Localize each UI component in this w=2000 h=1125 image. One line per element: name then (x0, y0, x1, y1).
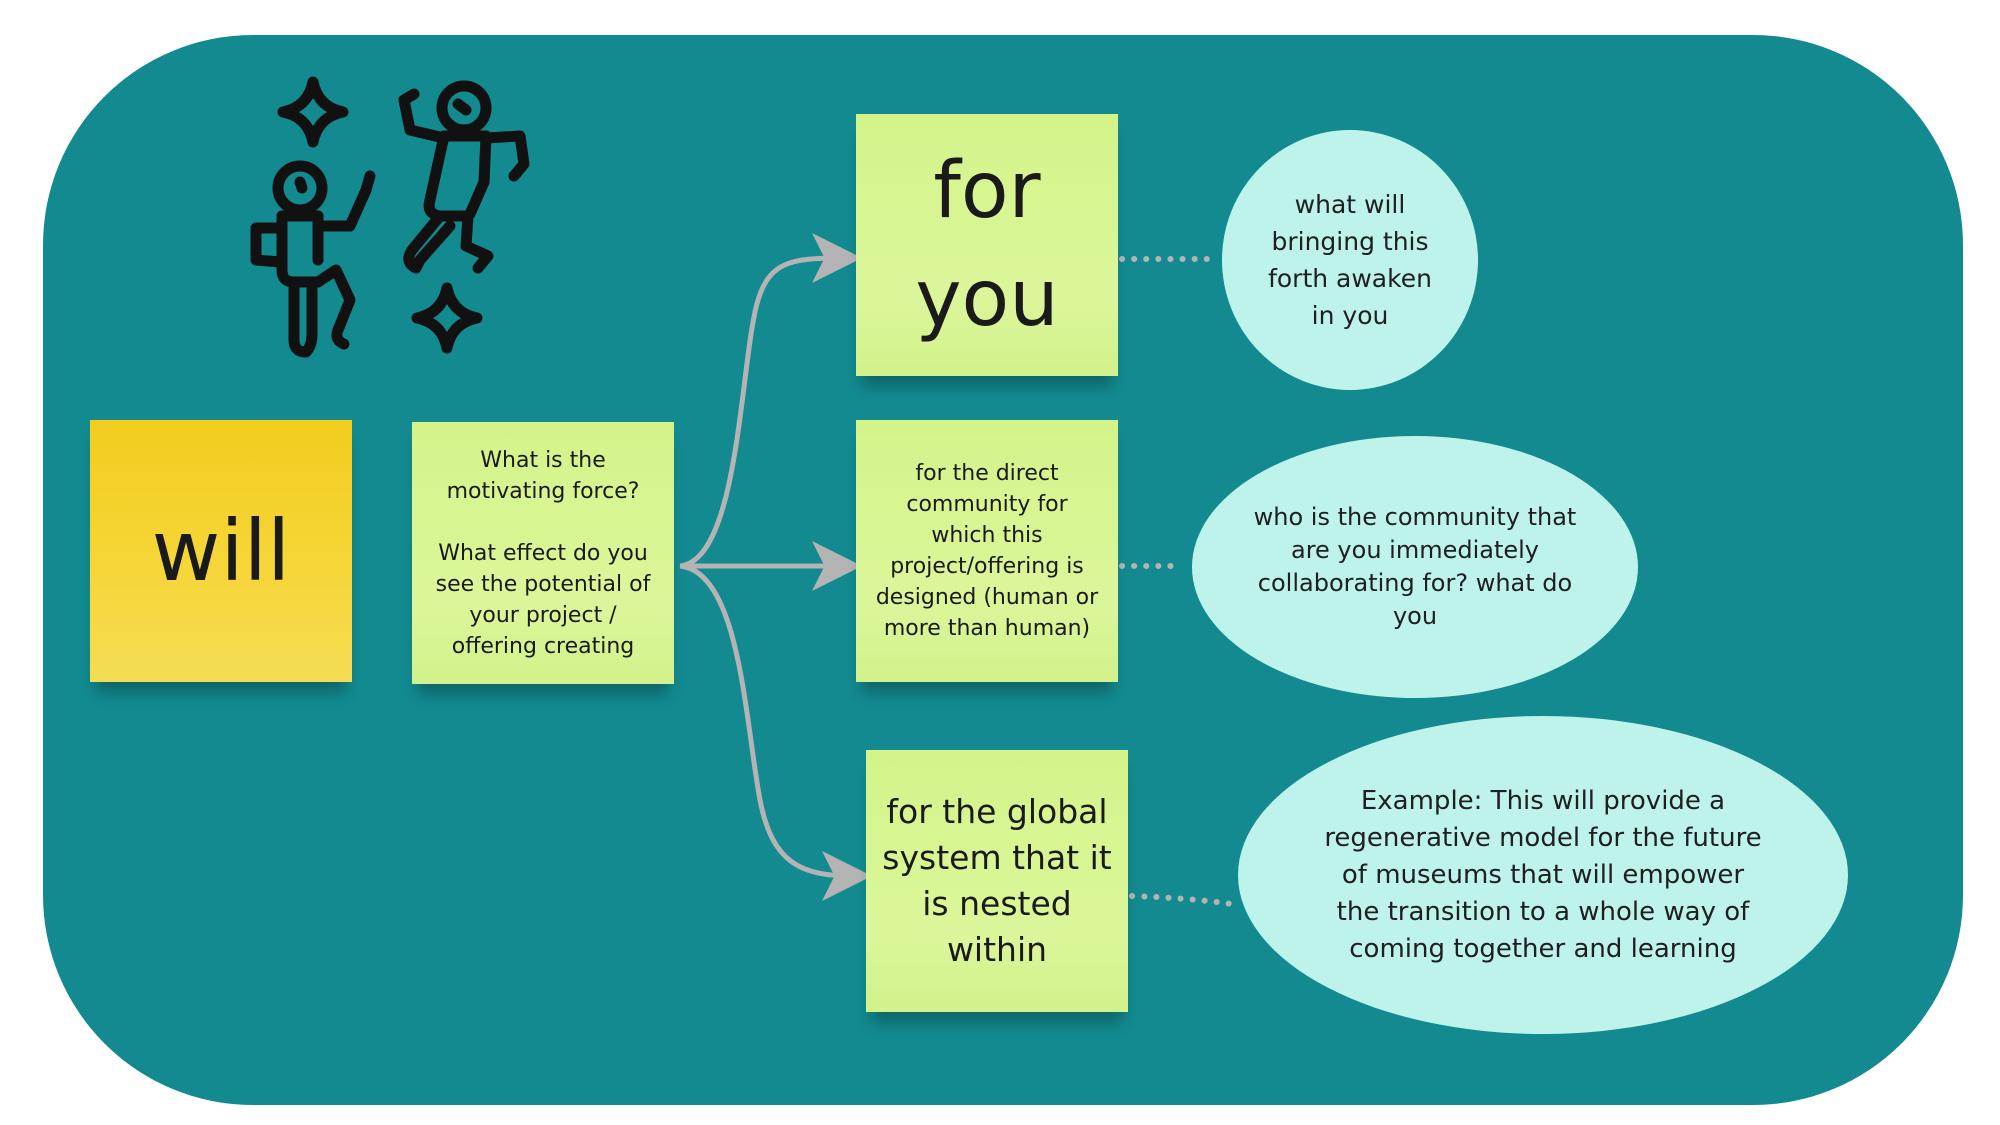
sticky-motivating-force: What is the motivating force? What effec… (412, 422, 674, 684)
sticky-will: will (90, 420, 352, 682)
sticky-direct-community-label: for the direct community for which this … (875, 461, 1099, 641)
bubble-community: who is the community that are you immedi… (1192, 436, 1638, 698)
bubble-awaken: what will bringing this forth awaken in … (1222, 130, 1478, 390)
sticky-will-label: will (151, 502, 291, 600)
sticky-global-system: for the global system that it is nested … (866, 750, 1128, 1012)
bubble-example-label: Example: This will provide a regenerativ… (1324, 785, 1762, 964)
sticky-for-you-label: for you (915, 146, 1059, 344)
bubble-example: Example: This will provide a regenerativ… (1238, 716, 1848, 1034)
bubble-community-label: who is the community that are you immedi… (1253, 503, 1577, 630)
sticky-for-you: for you (856, 114, 1118, 376)
sticky-global-system-label: for the global system that it is nested … (882, 792, 1112, 969)
bubble-awaken-label: what will bringing this forth awaken in … (1268, 190, 1432, 330)
sticky-direct-community: for the direct community for which this … (856, 420, 1118, 682)
sticky-motivating-force-label: What is the motivating force? What effec… (435, 447, 651, 659)
